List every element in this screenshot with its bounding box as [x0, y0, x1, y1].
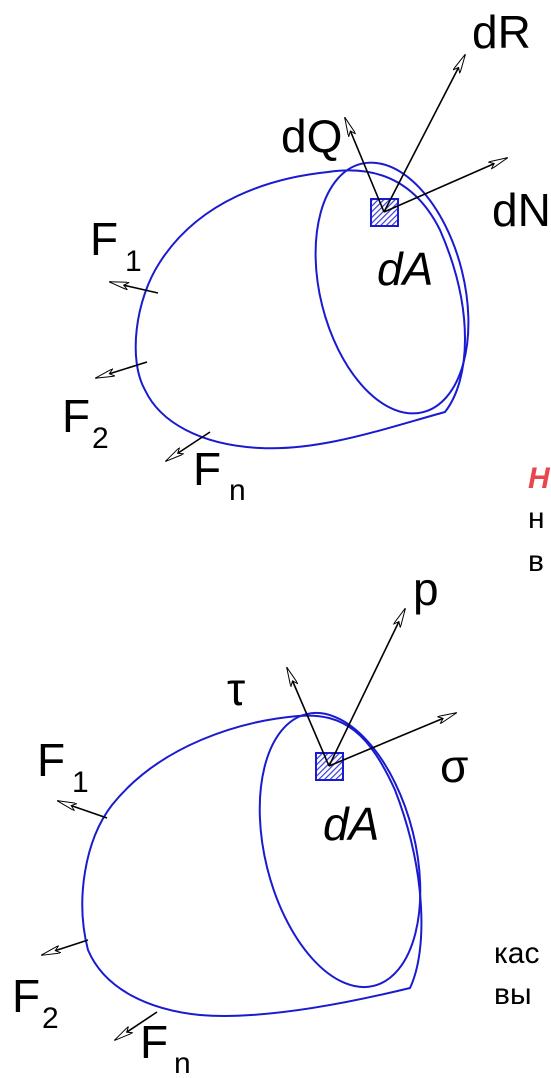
label-dA: dA — [323, 798, 379, 850]
label-F1: F — [90, 213, 118, 265]
label-F2-sub: 2 — [42, 1002, 59, 1035]
sigma-arrow — [328, 713, 456, 767]
label-Fn-sub: n — [229, 474, 246, 507]
body-outline — [81, 714, 423, 1017]
area-element — [370, 198, 399, 227]
label-dQ: dQ — [281, 110, 342, 162]
body-outline — [134, 169, 466, 450]
Fn-arrow — [166, 431, 211, 461]
label-Fn: F — [140, 1016, 168, 1068]
p-arrow — [328, 609, 405, 767]
section-ellipse — [314, 161, 470, 415]
label-F2: F — [62, 390, 90, 442]
label-sigma: σ — [440, 740, 468, 792]
side-text: Н н в кас вы — [494, 462, 551, 1011]
label-p: p — [413, 563, 439, 615]
side-line-1: н — [528, 502, 545, 535]
label-F1: F — [37, 734, 65, 786]
dR-arrow — [383, 55, 465, 213]
F1-arrow — [58, 801, 108, 819]
tau-arrow — [287, 668, 330, 767]
dQ-arrow — [345, 118, 385, 213]
side-line-3: кас — [494, 937, 539, 970]
label-Fn: F — [193, 443, 221, 495]
label-F2: F — [12, 970, 40, 1022]
label-F2-sub: 2 — [92, 422, 109, 455]
label-F1-sub: 1 — [72, 766, 89, 799]
F2-arrow — [96, 361, 148, 378]
side-line-4: вы — [494, 978, 532, 1011]
dN-arrow — [383, 158, 507, 213]
bottom-diagram: p τ σ dA F 1 F 2 F n — [12, 563, 468, 1078]
top-diagram: dR dQ dN dA F 1 F 2 F n — [62, 6, 551, 507]
label-tau: τ — [227, 663, 245, 715]
Fn-arrow — [115, 1011, 158, 1040]
F2-arrow — [42, 939, 89, 955]
label-Fn-sub: n — [174, 1047, 191, 1078]
side-red-fragment: Н — [528, 462, 551, 495]
label-F1-sub: 1 — [125, 245, 142, 278]
label-dA: dA — [377, 243, 433, 295]
label-dR: dR — [472, 6, 531, 58]
F1-arrow — [110, 281, 159, 294]
side-line-2: в — [528, 545, 544, 578]
label-dN: dN — [492, 184, 551, 236]
